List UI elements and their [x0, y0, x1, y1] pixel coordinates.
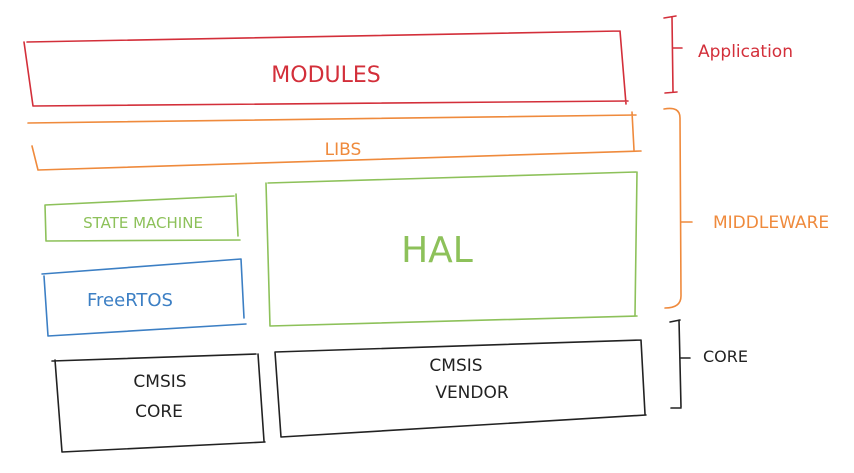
cmsis-vendor-block: CMSIS Vendor: [274, 339, 647, 438]
cmsis-vendor-label-line1: CMSIS: [429, 356, 482, 376]
libs-label: Libs: [325, 140, 362, 160]
state-machine-block: State Machine: [44, 193, 241, 242]
middleware-label: Middleware: [713, 213, 829, 233]
cmsis-core-label-line2: Core: [135, 402, 183, 422]
freertos-label: FreeRTOS: [87, 290, 173, 311]
middleware-bracket: [663, 107, 693, 309]
middleware-layer: Middleware: [663, 107, 829, 309]
cmsis-vendor-label-line2: Vendor: [435, 383, 509, 403]
core-label: Core: [703, 347, 748, 366]
libs-block: Libs: [27, 111, 642, 171]
cmsis-vendor-box: [274, 339, 647, 438]
hal-box: [265, 171, 638, 327]
application-layer: Application: [663, 15, 793, 94]
core-bracket: [669, 319, 691, 409]
core-layer: Core: [669, 319, 748, 409]
cmsis-core-block: CMSIS Core: [51, 353, 266, 453]
application-label: Application: [698, 42, 793, 62]
cmsis-core-box: [51, 353, 266, 453]
state-machine-label: State Machine: [83, 214, 203, 232]
modules-box: [23, 30, 629, 107]
state-machine-box: [44, 193, 241, 242]
application-bracket: [663, 15, 683, 94]
cmsis-core-label-line1: CMSIS: [133, 372, 186, 392]
modules-label: Modules: [271, 63, 380, 88]
modules-block: Modules: [23, 30, 629, 107]
freertos-box: [41, 258, 247, 337]
hal-label: HAL: [401, 230, 473, 271]
hal-block: HAL: [265, 171, 638, 327]
libs-box: [27, 111, 642, 171]
freertos-block: FreeRTOS: [41, 258, 247, 337]
